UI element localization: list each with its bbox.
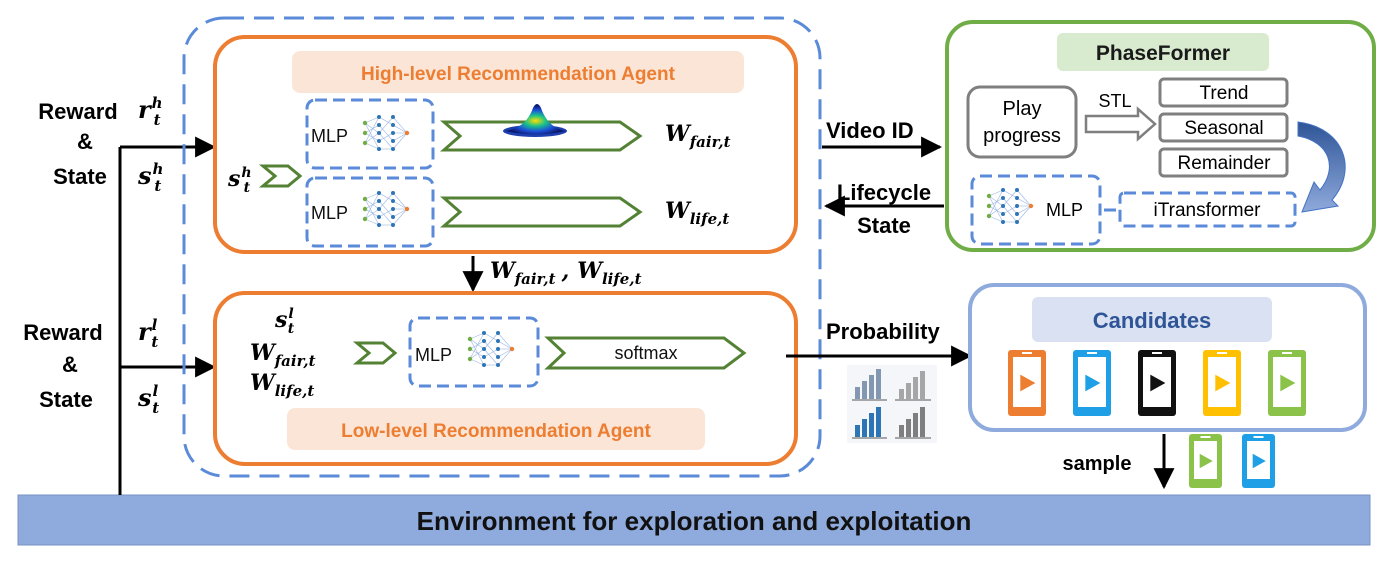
- ampersand-label: &: [62, 352, 78, 377]
- feedback-lines: [118, 136, 217, 495]
- mlp-life-label: MLP: [311, 203, 348, 223]
- low-input-wlife: Wlife,t: [250, 370, 314, 400]
- play-progress-label: Play: [1003, 98, 1042, 120]
- play-icon: [1150, 374, 1166, 392]
- phone-play-icon: [1073, 350, 1111, 416]
- high-agent-title: High-level Recommendation Agent: [361, 64, 676, 85]
- lifecycle-state-label: State: [857, 213, 911, 238]
- phone-play-icon: [1242, 434, 1275, 488]
- low-agent-title: Low-level Recommendation Agent: [341, 421, 651, 442]
- mlp-phase-box: [970, 174, 1102, 246]
- seasonal-box: [1158, 112, 1289, 143]
- remainder-label: Remainder: [1178, 153, 1272, 174]
- phone-play-icon: [1189, 434, 1222, 488]
- agents-container: [182, 16, 822, 478]
- chevron-arrow-icon: [352, 341, 398, 365]
- lifecycle-label: Lifecycle: [837, 180, 931, 205]
- trend-label: Trend: [1200, 83, 1249, 104]
- mlp-low-label: MLP: [415, 345, 452, 365]
- bar-charts-icon: [847, 365, 937, 443]
- agent-link: Wfair,t,Wlife,t: [462, 256, 642, 293]
- play-icon: [1252, 453, 1266, 469]
- w-life-output: Wlife,t: [665, 198, 729, 228]
- sample-label: sample: [1063, 453, 1132, 475]
- chevron-arrow-icon: [258, 164, 303, 188]
- phaseformer-panel: PhaseFormer Play progress STL Trend Seas…: [945, 20, 1376, 252]
- reward-label: Reward: [23, 320, 102, 345]
- w-pair-label: Wfair,t,Wlife,t: [490, 258, 642, 288]
- phone-play-icon: [1203, 350, 1241, 416]
- state-label: State: [53, 164, 107, 189]
- phone-play-icon: [1138, 350, 1176, 416]
- probability-link: Probability: [786, 319, 973, 367]
- seasonal-label: Seasonal: [1184, 118, 1263, 139]
- play-progress-box: [966, 85, 1078, 159]
- trend-box: [1158, 77, 1289, 108]
- environment-bar: Environment for exploration and exploita…: [17, 494, 1371, 546]
- mlp-fair-label: MLP: [311, 126, 348, 146]
- play-icon: [1199, 453, 1213, 469]
- itransformer-box: [1118, 191, 1297, 228]
- curved-arrow-icon: [1297, 121, 1346, 213]
- softmax-arrow: [544, 336, 747, 370]
- stl-label: STL: [1098, 91, 1131, 111]
- phone-play-icon: [1268, 350, 1306, 416]
- candidates-panel: Candidates: [968, 283, 1367, 432]
- probability-label: Probability: [826, 319, 940, 344]
- play-progress-label-2: progress: [983, 125, 1061, 147]
- state-label: State: [39, 387, 93, 412]
- low-input-wfair: Wfair,t: [250, 340, 316, 370]
- play-icon: [1280, 374, 1296, 392]
- itransformer-label: iTransformer: [1154, 200, 1262, 221]
- w-fair-output: Wfair,t: [665, 121, 731, 151]
- gaussian-peak-icon: [503, 104, 567, 137]
- play-icon: [1215, 374, 1231, 392]
- video-id-label: Video ID: [826, 118, 914, 143]
- ampersand-label: &: [77, 129, 93, 154]
- sampled-phones: [1189, 434, 1275, 488]
- phaseformer-title: PhaseFormer: [1096, 42, 1230, 65]
- sample-link: sample: [1063, 434, 1275, 490]
- life-output-arrow: [440, 196, 643, 228]
- mlp-phase-label: MLP: [1046, 200, 1083, 220]
- candidates-title: Candidates: [1093, 308, 1212, 333]
- play-icon: [1020, 374, 1036, 392]
- play-icon: [1085, 374, 1101, 392]
- phone-play-icon: [1008, 350, 1046, 416]
- environment-label: Environment for exploration and exploita…: [417, 506, 972, 536]
- reward-label: Reward: [38, 99, 117, 124]
- remainder-box: [1158, 147, 1289, 178]
- stl-arrow: [1084, 106, 1157, 142]
- candidate-phones: [1008, 350, 1306, 416]
- phaseformer-links: Video ID Lifecycle State: [822, 118, 944, 238]
- softmax-label: softmax: [614, 343, 677, 363]
